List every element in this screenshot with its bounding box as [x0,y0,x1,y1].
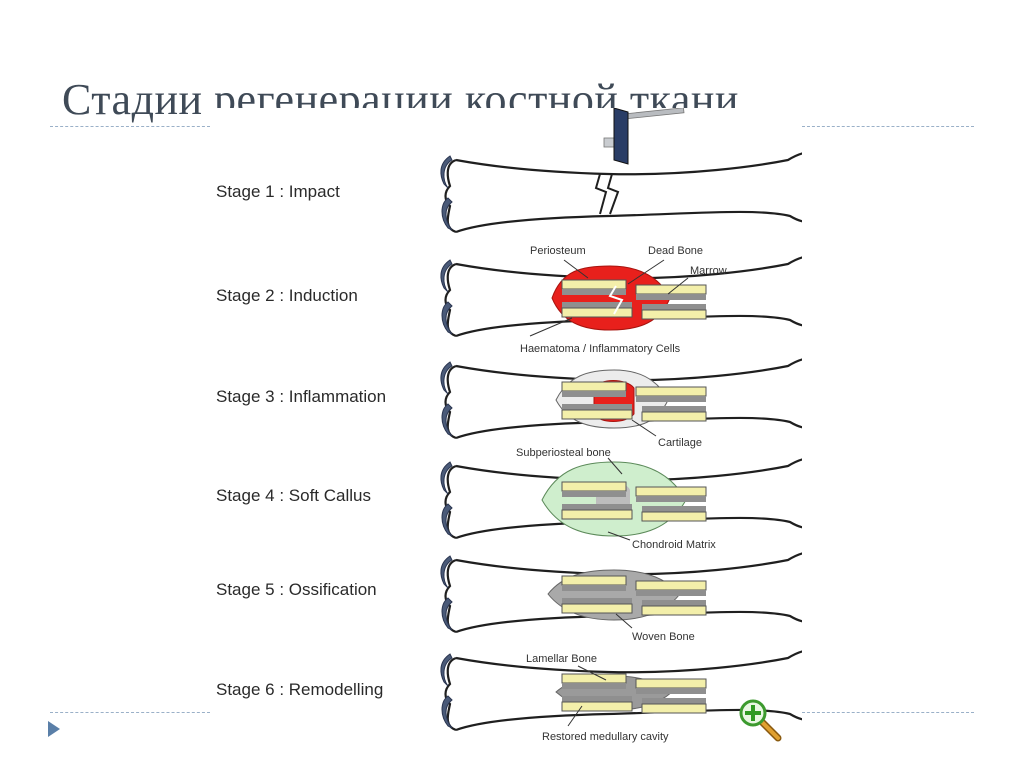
annotation-marrow: Marrow [690,265,727,277]
annotation-haematoma: Haematoma / Inflammatory Cells [520,343,681,355]
stage-label: Stage 4 : Soft Callus [216,486,371,505]
stage-label: Stage 3 : Inflammation [216,387,386,406]
stage-label: Stage 2 : Induction [216,286,358,305]
annotation-periosteum: Periosteum [530,245,586,257]
footer-divider-right [802,712,974,713]
annotation-restored-medullary-cavity: Restored medullary cavity [542,731,669,743]
annotation-lamellar-bone: Lamellar Bone [526,653,597,665]
stage-label: Stage 5 : Ossification [216,580,377,599]
stage-label: Stage 1 : Impact [216,182,340,201]
bone-healing-figure: Stage 1 : Impact Stage 2 : Induction Sta… [212,108,802,748]
bone-diagram-soft-callus: Subperiosteal bone Chondroid Matrix [439,447,802,551]
title-divider-right [802,126,974,127]
annotation-cartilage: Cartilage [658,437,702,449]
bone-diagram-impact [439,151,802,234]
annotation-woven-bone: Woven Bone [632,631,695,643]
footer-divider-left [50,712,210,713]
bone-diagram-remodelling: Lamellar Bone Restored medullary cavity [439,649,802,743]
hammer-icon [603,108,685,165]
bone-diagram-induction: Periosteum Dead Bone Marrow Haematoma / … [439,245,802,355]
stage-label: Stage 6 : Remodelling [216,680,383,699]
title-divider-left [50,126,210,127]
annotation-dead-bone: Dead Bone [648,245,703,257]
zoom-in-icon[interactable] [736,696,784,744]
annotation-chondroid-matrix: Chondroid Matrix [632,539,716,551]
annotation-subperiosteal-bone: Subperiosteal bone [516,447,611,459]
bone-diagram-ossification: Woven Bone [439,551,802,643]
play-triangle-icon[interactable] [48,721,60,737]
bone-diagram-inflammation: Cartilage [439,357,802,449]
